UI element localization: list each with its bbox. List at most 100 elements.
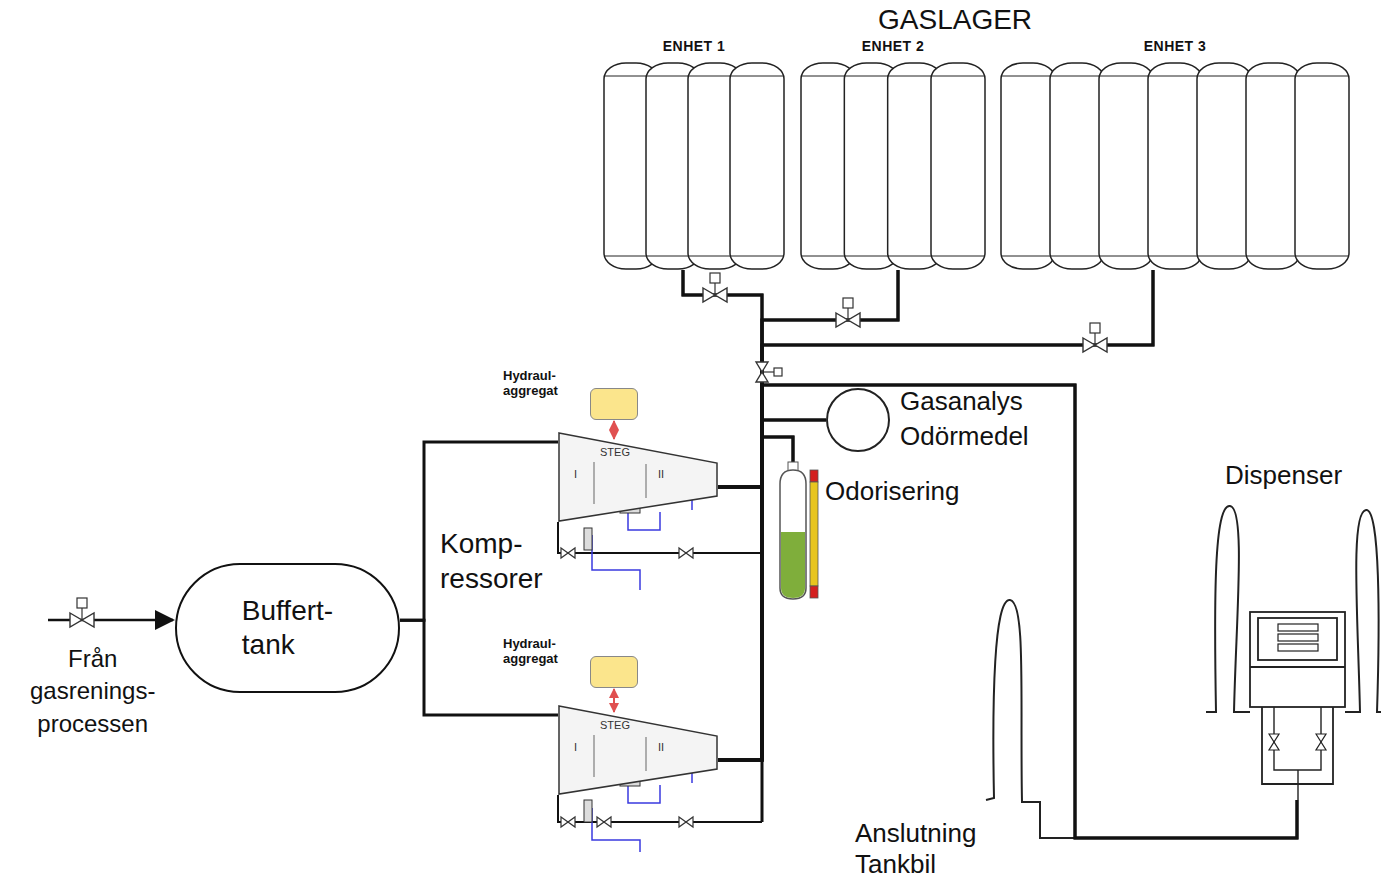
tanker-label: Anslutning Tankbil — [855, 818, 976, 880]
gas-cylinder — [1295, 63, 1349, 269]
compressor-outline — [558, 432, 718, 522]
gas-cylinder-group — [1001, 63, 1349, 269]
inlet-pipe — [48, 619, 173, 622]
cylinder-band — [1295, 76, 1349, 77]
storage-unit-label: ENHET 3 — [1000, 38, 1350, 54]
cylinder-band — [730, 256, 784, 257]
gas-analysis: Gasanalys Odörmedel — [826, 388, 890, 452]
dispenser-hose — [1345, 510, 1381, 712]
storage-unit-outline — [800, 62, 986, 270]
gas-cylinder — [1197, 63, 1251, 269]
dispenser: Dispenser — [1250, 612, 1345, 800]
cylinder-band — [1099, 256, 1153, 257]
gas-cylinder — [931, 63, 985, 269]
gas-cylinder — [1001, 63, 1055, 269]
valve-symbol — [70, 598, 94, 627]
valve-symbol — [561, 817, 575, 827]
odorant-liquid — [781, 532, 805, 598]
cylinder-band — [1001, 256, 1055, 257]
hydraulic-line — [613, 689, 615, 712]
gas-pipe — [400, 442, 558, 620]
hydraulic-unit-label: Hydraul- aggregat — [503, 369, 558, 399]
odorizer-label: Odorisering — [825, 476, 959, 507]
cylinder-band — [1148, 256, 1202, 257]
storage-unit-label: ENHET 1 — [603, 38, 785, 54]
gas-pipe — [718, 420, 826, 487]
storage-unit-label: ENHET 2 — [800, 38, 986, 54]
gas-pipe — [718, 420, 826, 760]
storage-unit-outline — [1000, 62, 1350, 270]
gas-pipe — [718, 385, 1297, 838]
cylinder-band — [1050, 256, 1104, 257]
storage-unit-outline — [603, 62, 785, 270]
compressor-body — [559, 433, 717, 521]
inlet-label: Från gasrenings- processen — [30, 643, 155, 740]
cylinder-band — [931, 256, 985, 257]
gas-analysis-label: Gasanalys Odörmedel — [900, 384, 1029, 454]
cylinder-band — [1197, 256, 1251, 257]
stage-divider — [646, 464, 647, 498]
gas-cylinder — [1099, 63, 1153, 269]
stage-divider — [646, 737, 647, 771]
stage-label: STEG — [600, 446, 630, 458]
cylinder-band — [1197, 76, 1251, 77]
compressor-outline — [558, 705, 718, 795]
cylinder-band — [1246, 256, 1300, 257]
buffer-tank-label: Buffert- tank — [242, 594, 333, 661]
diagram-title: GASLAGER — [878, 4, 1032, 36]
cylinder-band — [1050, 76, 1104, 77]
valve-symbol — [1083, 323, 1107, 352]
storage-unit: ENHET 3 — [1000, 62, 1350, 270]
odorizer-outline — [778, 462, 808, 600]
gas-pipe — [718, 270, 898, 487]
cylinder-band — [1246, 76, 1300, 77]
hydraulic-unit: Hydraul- aggregat — [590, 388, 638, 420]
odorizer: Odorisering — [778, 462, 808, 600]
valve-symbol — [703, 273, 727, 302]
gas-cylinder — [730, 63, 784, 269]
gas-pipe — [718, 385, 1297, 838]
buffer-tank: Buffert- tank — [175, 563, 400, 693]
storage-unit: ENHET 1 — [603, 62, 785, 270]
cylinder-band — [1148, 76, 1202, 77]
compressor-body — [559, 706, 717, 794]
compressor: STEGIII — [558, 705, 718, 795]
stage-divider — [594, 735, 595, 777]
hydraulic-unit-label: Hydraul- aggregat — [503, 637, 558, 667]
cylinder-band — [1099, 76, 1153, 77]
level-gauge — [810, 470, 818, 598]
dispenser-label: Dispenser — [1225, 460, 1342, 491]
storage-unit: ENHET 2 — [800, 62, 986, 270]
gas-cylinder — [1148, 63, 1202, 269]
gas-cylinder-group — [604, 63, 784, 269]
hydraulic-line — [613, 421, 615, 439]
odorizer-vessel — [780, 470, 806, 599]
cylinder-band — [1001, 76, 1055, 77]
tanker-hose — [986, 600, 1075, 838]
gas-pipe — [718, 270, 1153, 760]
stage-number: II — [658, 741, 664, 753]
stage-label: STEG — [600, 719, 630, 731]
stage-divider — [594, 462, 595, 504]
valve-symbol — [679, 548, 693, 558]
cylinder-band — [931, 76, 985, 77]
cylinder-band — [730, 76, 784, 77]
gas-pipe — [683, 270, 762, 487]
dispenser-body — [1250, 612, 1345, 800]
stage-number: II — [658, 468, 664, 480]
stage-number: I — [574, 468, 577, 480]
compressor: STEGIII — [558, 432, 718, 522]
gas-cylinder — [1246, 63, 1300, 269]
hydraulic-unit: Hydraul- aggregat — [590, 656, 638, 688]
compressor-label: Komp- ressorer — [440, 526, 543, 596]
valve-symbol — [679, 817, 693, 827]
valve-symbol — [756, 362, 782, 382]
valve-symbol — [836, 298, 860, 327]
dispenser-hose — [1206, 506, 1250, 712]
gas-pipe — [718, 270, 1153, 487]
dispenser-outline — [1250, 612, 1345, 800]
gas-pipe — [683, 270, 762, 760]
gas-pipe — [400, 620, 558, 715]
cylinder-band — [1295, 256, 1349, 257]
